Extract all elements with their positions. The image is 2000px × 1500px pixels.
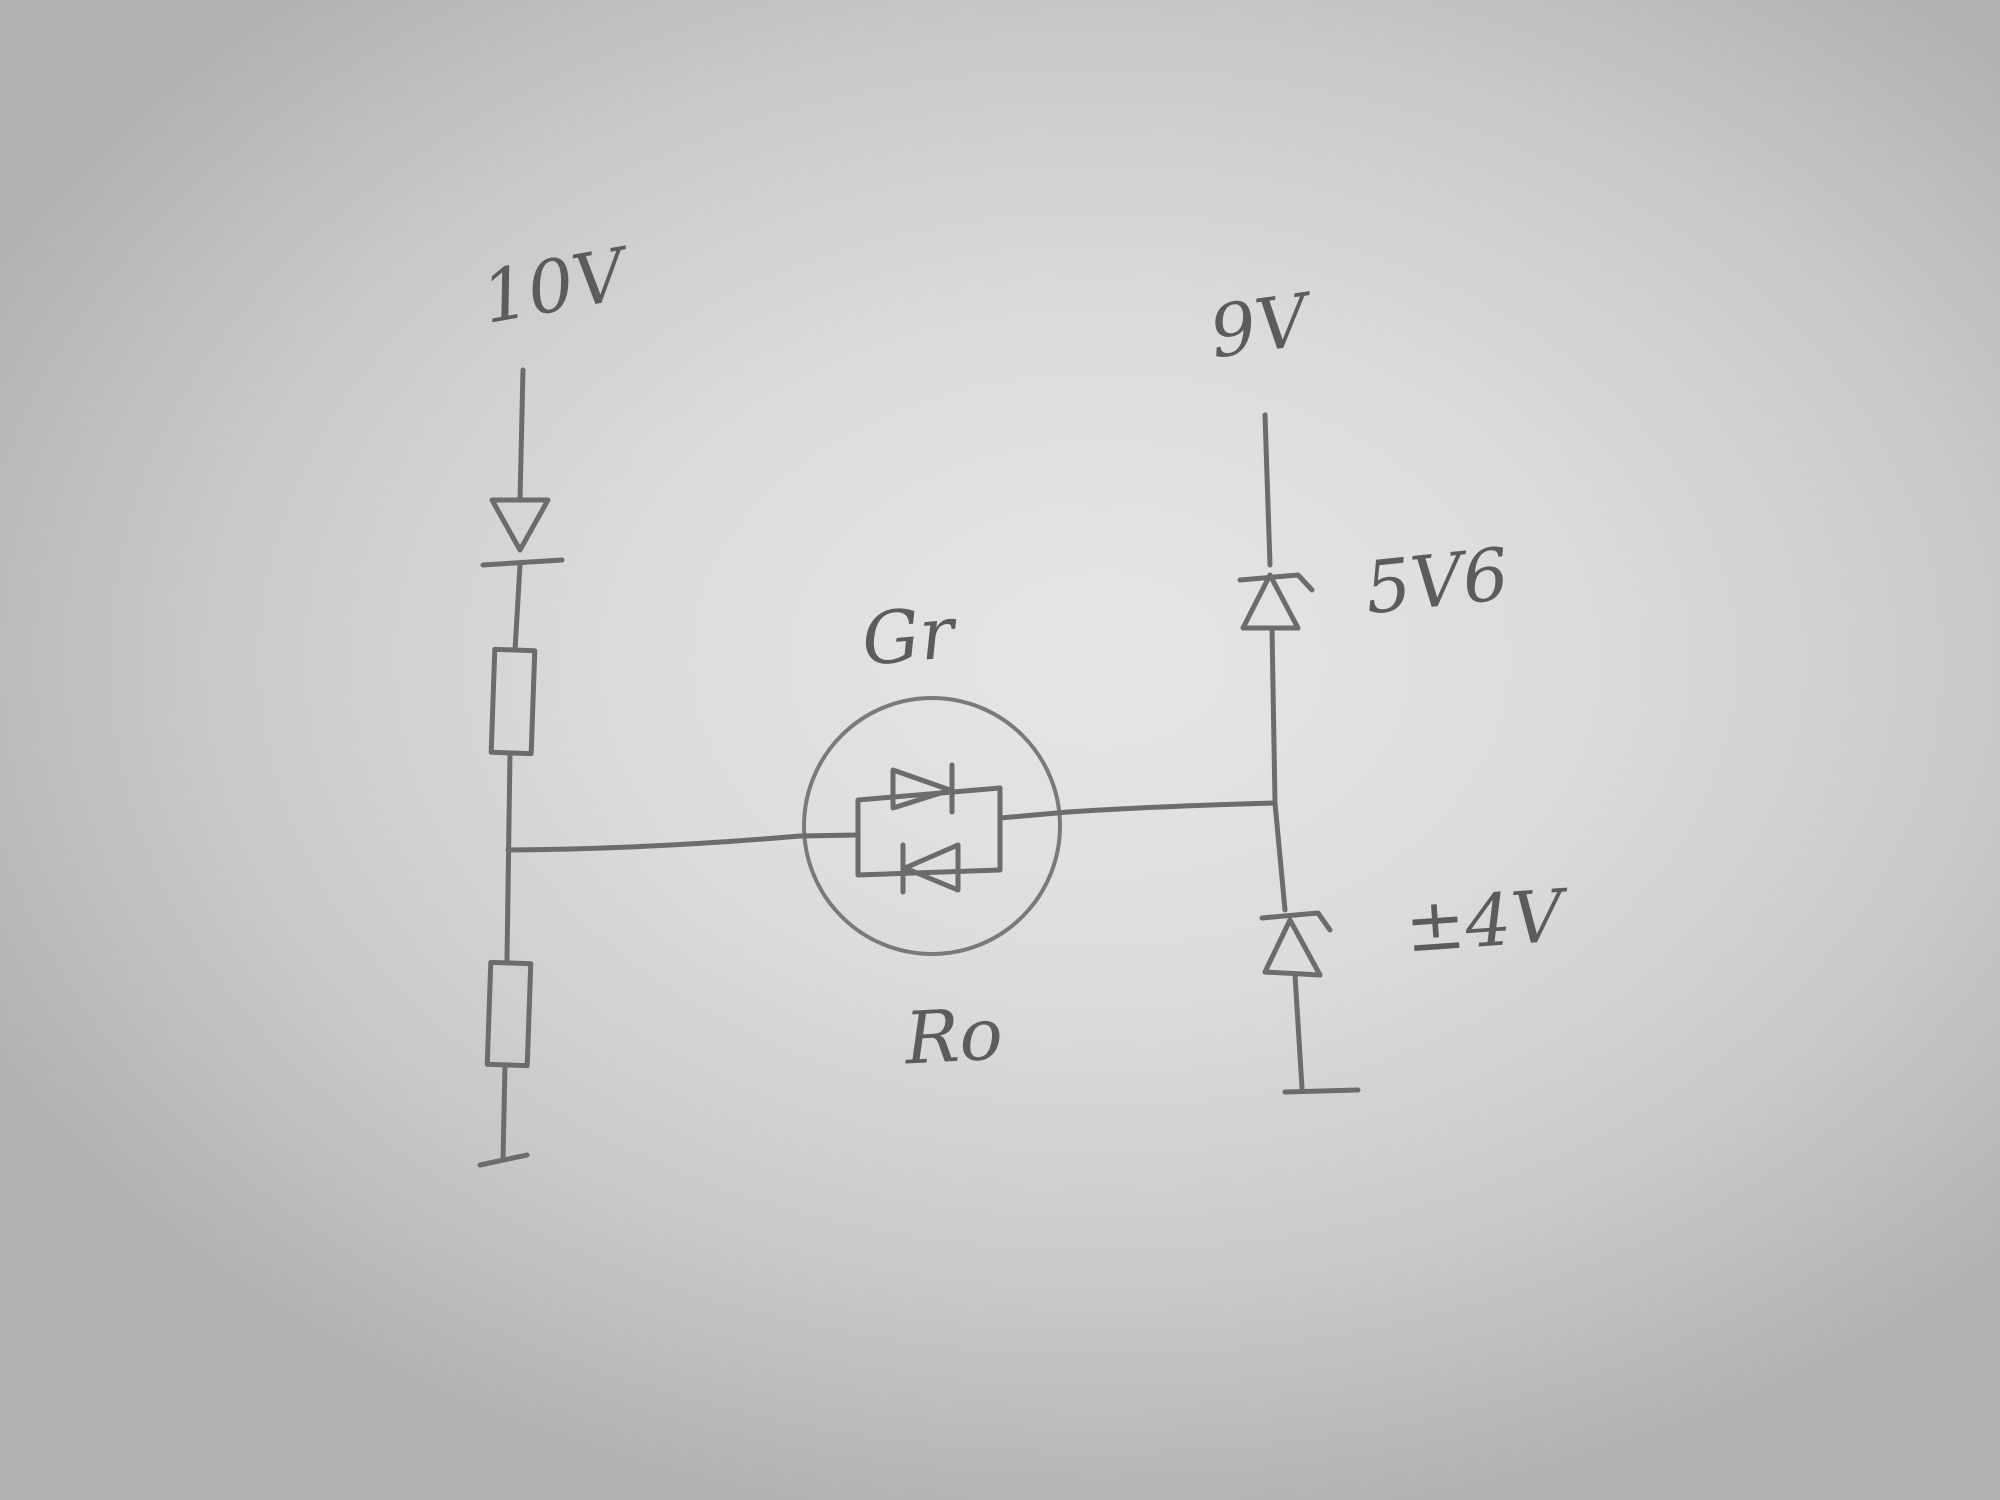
resistor-lower [484,959,534,1069]
led-package-circle [802,696,1062,956]
zener-triangle [1262,917,1323,978]
led-lead-right [997,809,1071,821]
left-ground-symbol [477,1152,530,1168]
upper-zener-voltage-label: 5V6 [1361,531,1513,631]
zener-upper [1237,572,1315,631]
led-antiparallel-frame [855,785,1003,878]
lower-zener-voltage-label: ±4V [1402,873,1566,969]
zener-bar [1237,572,1315,593]
diode-triangle [489,497,551,553]
right-wire-node-to-zener2 [1272,800,1288,913]
zener-triangle [1240,572,1301,631]
diode-triangle [890,767,953,811]
left-supply-wire [517,367,526,503]
right-supply-label: 9V [1204,277,1314,375]
right-wire-zener1-to-node [1269,625,1278,806]
left-wire-r2-to-ground [500,1062,508,1163]
led-diode-lower [900,842,961,895]
wire-left-node-to-led [505,833,803,853]
led-color-label-green: Gr [858,590,958,682]
led-diode-upper [890,762,955,815]
bicolor-led [797,696,1071,956]
right-branch [1237,412,1361,1095]
diode-bar [480,557,565,568]
led-color-label-red: Ro [902,991,1005,1081]
zener-lower [1259,910,1333,978]
right-ground-symbol [1282,1087,1361,1095]
diode-triangle [902,842,961,893]
right-wire-zener2-to-ground [1292,972,1305,1091]
left-branch [477,367,565,1168]
left-wire-diode-to-r1 [512,562,523,653]
zener-bar [1259,910,1333,933]
resistor-upper [488,646,538,757]
led-lead-left [797,832,861,839]
right-supply-wire [1262,412,1273,568]
left-wire-r1-to-node [504,750,513,963]
left-series-diode [480,497,565,568]
wire-led-to-right-node [1065,800,1278,815]
